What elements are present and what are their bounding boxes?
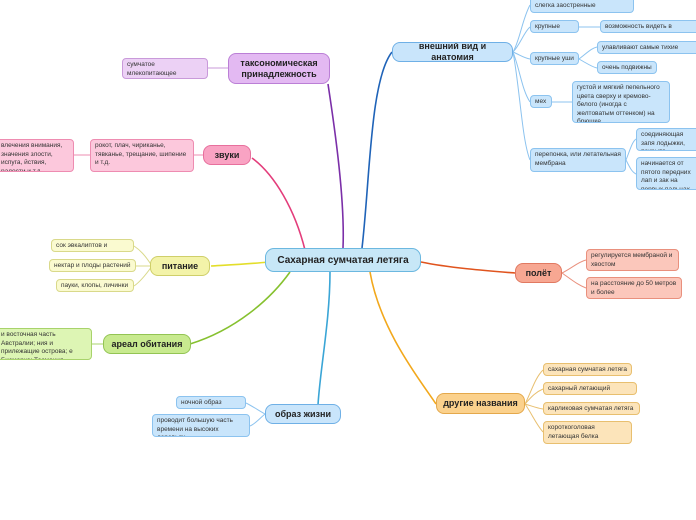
anatomy-membrane-detail-starts[interactable]: начинается от пятого передних лап и зак …: [636, 157, 696, 190]
anatomy-eyes[interactable]: крупные глаза: [530, 20, 579, 33]
name-item-3[interactable]: карликовая сумчатая летяга: [543, 402, 640, 415]
flight-topic[interactable]: полёт: [515, 263, 562, 283]
sounds-topic[interactable]: звуки: [203, 145, 251, 165]
lifestyle-item-trees[interactable]: проводит большую часть времени на высоки…: [152, 414, 250, 437]
name-item-1[interactable]: сахарная сумчатая летяга: [543, 363, 632, 376]
name-item-4[interactable]: коротко­головая летающая белка: [543, 421, 632, 444]
anatomy-fur-detail[interactable]: густой и мягкий пепельного цвета сверху …: [572, 81, 670, 123]
anatomy-membrane-detail-joins[interactable]: соединяющая запя лодыжки, покрыта: [636, 128, 696, 151]
sounds-item-meaning[interactable]: влечения внимания, значения злости, испу…: [0, 139, 74, 172]
anatomy-ears-detail-mobile[interactable]: очень подвижны: [597, 61, 657, 74]
name-item-2[interactable]: сахарный летающий поссум: [543, 382, 637, 395]
anatomy-ears[interactable]: крупные уши: [530, 52, 579, 65]
anatomy-fur[interactable]: мех: [530, 95, 552, 108]
sounds-item-types[interactable]: рокот, плач, чириканье, тявканье, трещан…: [90, 139, 194, 172]
flight-item-distance[interactable]: на расстояние до 50 метров и более: [586, 277, 682, 299]
anatomy-topic[interactable]: внешний вид и анатомия: [392, 42, 513, 62]
taxonomy-topic[interactable]: таксономическая принадлежность: [228, 53, 330, 84]
anatomy-membrane[interactable]: перепонка, или летательная мембрана: [530, 148, 626, 172]
anatomy-item-partial[interactable]: слегка заостренные: [530, 0, 634, 13]
other-names-topic[interactable]: другие названия: [436, 393, 525, 414]
food-item-nectar[interactable]: нектар и плоды растений: [49, 259, 136, 272]
flight-item-control[interactable]: регулируется мембраной и хвостом: [586, 249, 679, 271]
lifestyle-topic[interactable]: образ жизни: [265, 404, 341, 424]
food-topic[interactable]: питание: [150, 256, 210, 276]
food-item-insects[interactable]: пауки, клопы, личинки: [56, 279, 134, 292]
anatomy-eyes-detail[interactable]: возможность видеть в темноте: [600, 20, 696, 33]
taxonomy-item[interactable]: сумчатое млекопитающее семейства сумчаты…: [122, 58, 208, 79]
anatomy-ears-detail-hearing[interactable]: улавливают самые тихие звуки: [597, 41, 696, 54]
food-item-sap[interactable]: сок эвкалиптов и акация: [51, 239, 134, 252]
central-topic[interactable]: Сахарная сумчатая летяга: [265, 248, 421, 272]
range-topic[interactable]: ареал обитания: [103, 334, 191, 354]
lifestyle-item-nocturnal[interactable]: ночной образ жизни: [176, 396, 246, 409]
range-item[interactable]: и восточная часть Австралии; ния и приле…: [0, 328, 92, 360]
